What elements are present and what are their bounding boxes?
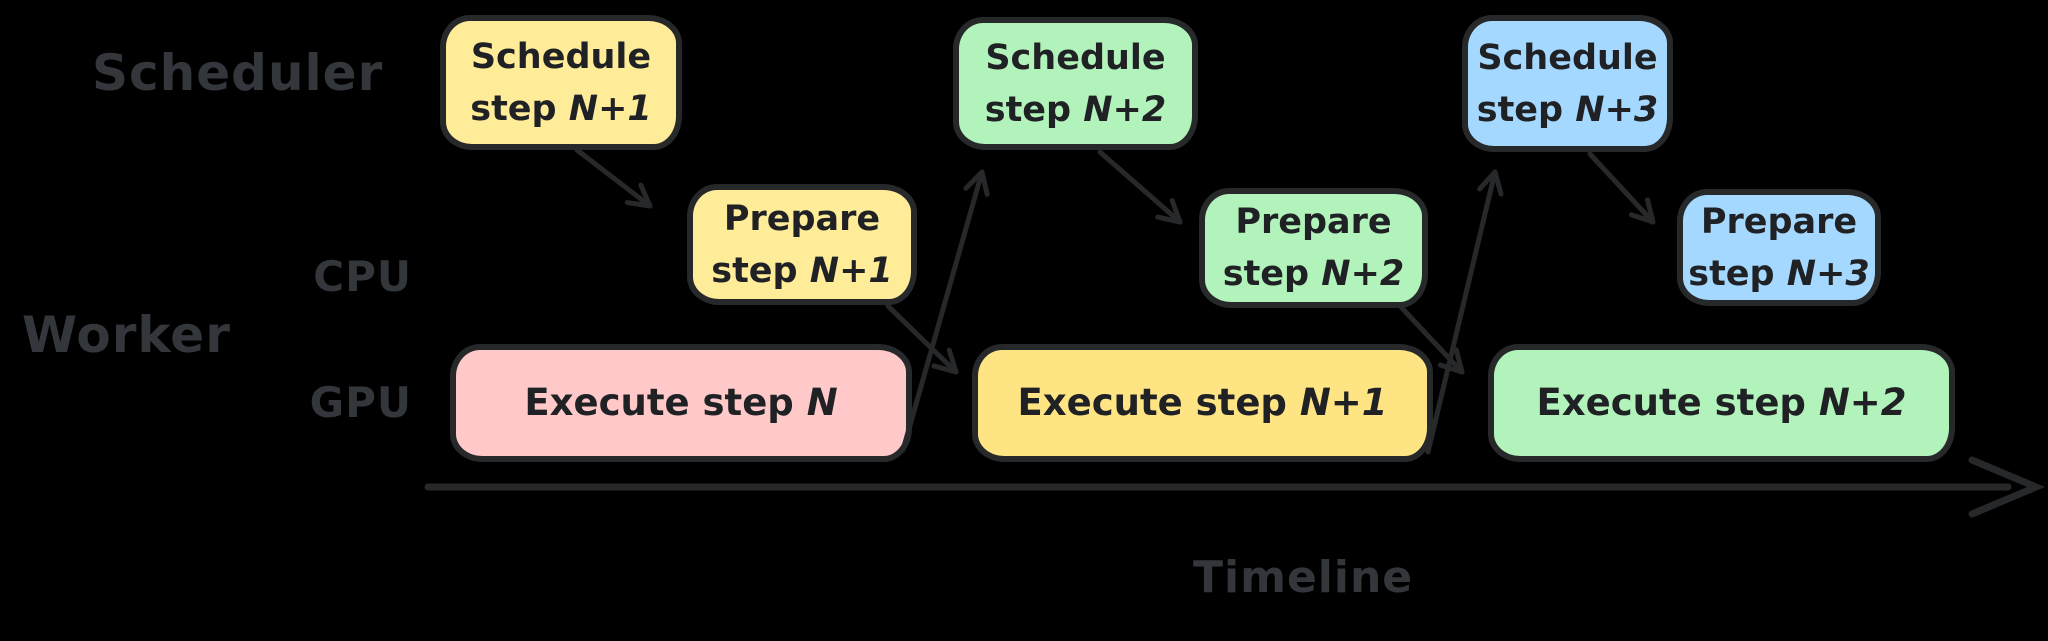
box-line2: step N+1 (470, 88, 652, 129)
prepare-step-n3-box: Prepare step N+3 (1677, 189, 1881, 306)
box-line1: Prepare (1700, 201, 1858, 242)
box-line2: step N+3 (1688, 253, 1870, 294)
scheduler-row-label: Scheduler (92, 44, 384, 102)
prepare-step-n2-box: Prepare step N+2 (1199, 188, 1428, 308)
box-line1: Execute step N+1 (1017, 381, 1388, 424)
execute-step-n2-box: Execute step N+2 (1488, 344, 1955, 462)
box-line1: Prepare (1235, 202, 1392, 242)
cpu-row-label: CPU (313, 252, 412, 301)
box-line2: step N+2 (1222, 254, 1405, 294)
box-line2: step N+2 (984, 89, 1167, 130)
box-line1: Schedule (1477, 37, 1658, 78)
schedule-step-n3-box: Schedule step N+3 (1462, 15, 1673, 152)
arrow-schedule-n2-to-prepare-n2 (1097, 149, 1183, 225)
prepare-step-n1-box: Prepare step N+1 (687, 184, 917, 305)
box-line2: step N+1 (711, 250, 893, 291)
schedule-step-n2-box: Schedule step N+2 (953, 17, 1198, 150)
schedule-step-n1-box: Schedule step N+1 (440, 15, 682, 150)
timeline-arrowhead (1968, 456, 2046, 518)
execute-step-n1-box: Execute step N+1 (972, 344, 1433, 462)
arrow-schedule-n1-to-prepare-n1 (574, 147, 653, 209)
arrow-execute-n1-to-schedule-n3 (1425, 169, 1504, 455)
execute-step-n-box: Execute step N (450, 344, 912, 462)
worker-row-label: Worker (22, 306, 231, 364)
arrow-schedule-n3-to-prepare-n3 (1587, 151, 1656, 225)
box-line2: step N+3 (1476, 89, 1659, 130)
gpu-row-label: GPU (309, 378, 412, 427)
box-line1: Prepare (723, 198, 881, 239)
box-line1: Execute step N (524, 381, 838, 424)
box-line1: Schedule (470, 36, 652, 77)
box-line1: Schedule (985, 37, 1166, 78)
box-line1: Execute step N+2 (1536, 381, 1907, 424)
timeline-label: Timeline (1193, 552, 1414, 603)
